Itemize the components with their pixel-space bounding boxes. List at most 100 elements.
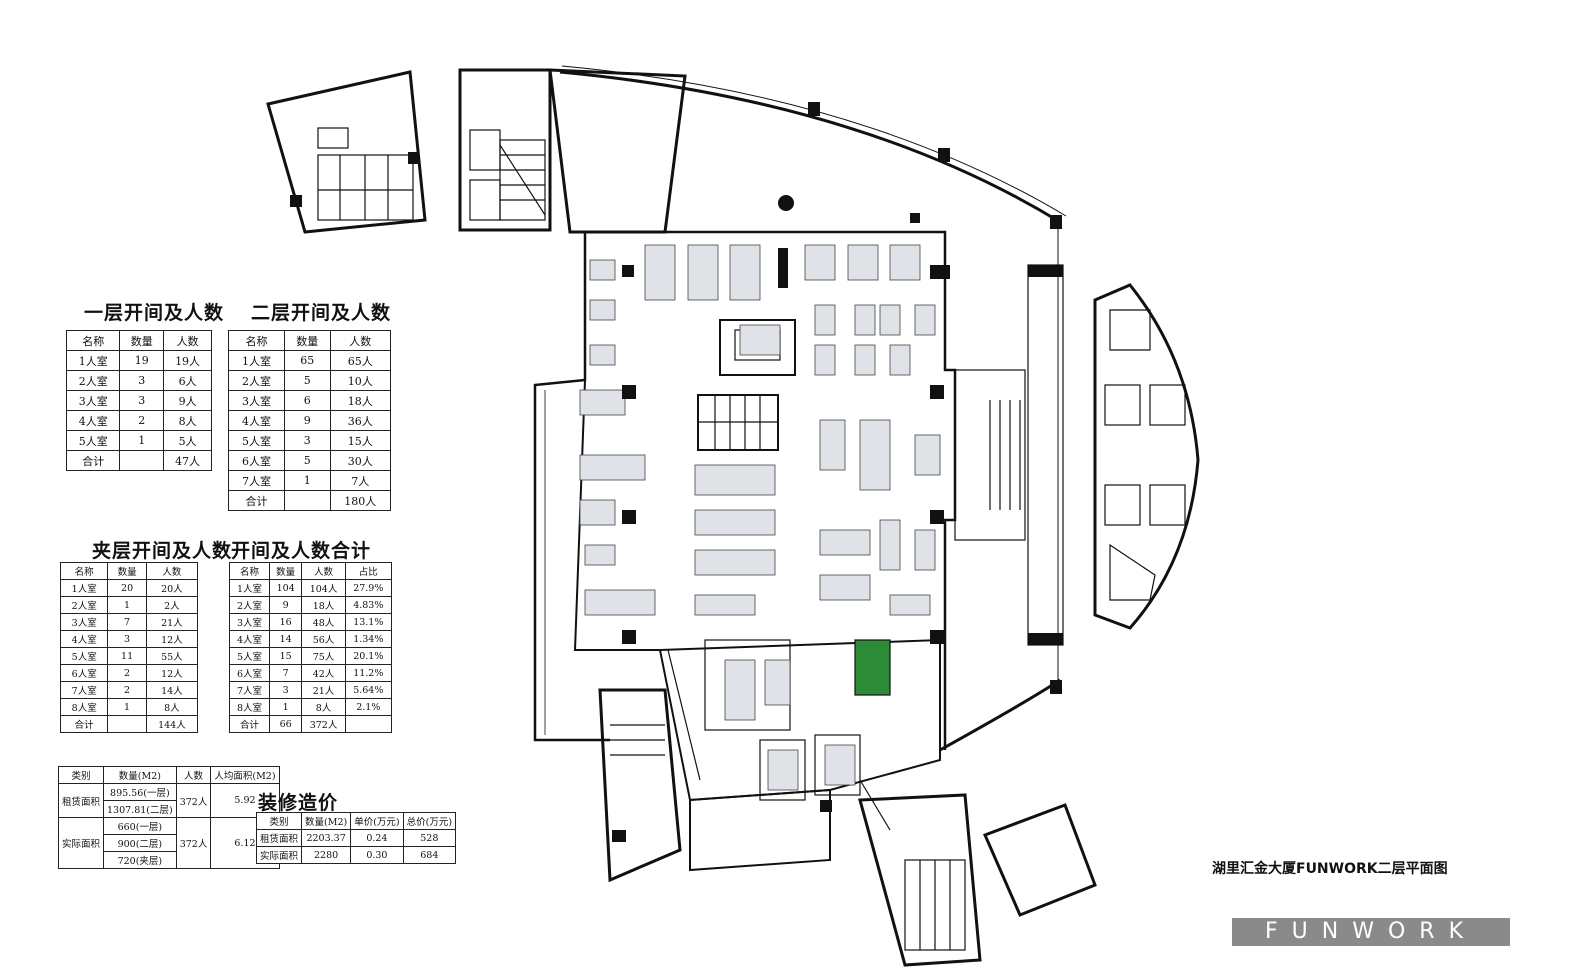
area-rent-label: 租赁面积 [57, 783, 105, 818]
area-header: 数量(M2) [103, 766, 177, 784]
table-cell: 180人 [329, 490, 392, 511]
table-cell: 56人 [301, 630, 346, 648]
table-cell: 2 [119, 410, 165, 431]
area-table: 类别 数量(M2) 人数 人均面积(M2) 租赁面积 895.56(一层) 37… [57, 766, 280, 869]
table-cell: 7人 [329, 470, 392, 491]
table-cell: 19 [119, 350, 165, 371]
table-cell: 5 [283, 370, 331, 391]
table-cell: 0.24 [350, 829, 404, 847]
area-rent-value: 895.56(一层) [103, 783, 177, 801]
table-cell: 55人 [145, 647, 199, 665]
table-cell: 2203.37 [301, 829, 352, 847]
cost-title: 装修造价 [258, 792, 339, 814]
table-cell: 9 [283, 410, 331, 431]
table-cell [119, 450, 165, 471]
mezzanine-title: 夹层开间及人数 [92, 540, 233, 562]
cost-header: 总价(万元) [402, 812, 457, 830]
table-cell: 528 [402, 829, 457, 847]
total-title: 开间及人数合计 [231, 540, 372, 562]
table-cell: 6 [283, 390, 331, 411]
table-cell: 42人 [301, 664, 346, 682]
table-cell: 7人室 [229, 681, 270, 699]
table-cell: 3 [283, 430, 331, 451]
table-cell: 3 [119, 370, 165, 391]
table-cell: 1 [107, 698, 147, 716]
table-cell: 5 [283, 450, 331, 471]
area-real-value: 900(二层) [103, 834, 177, 852]
table-cell: 12人 [145, 630, 199, 648]
cost-header: 类别 [255, 812, 303, 830]
table-cell: 27.9% [344, 579, 393, 597]
table-cell: 1 [268, 698, 303, 716]
table-cell: 10人 [329, 370, 392, 391]
table-cell: 2 [107, 664, 147, 682]
table-cell: 15 [268, 647, 303, 665]
table-cell: 7 [107, 613, 147, 631]
table-cell: 合计 [65, 450, 121, 471]
table-cell: 6人室 [59, 664, 109, 682]
table-cell: 36人 [329, 410, 392, 431]
area-real-people: 372人 [175, 817, 212, 869]
table-cell: 3人室 [228, 390, 285, 411]
table-cell: 2.1% [344, 698, 393, 716]
table-cell: 租赁面积 [255, 829, 303, 847]
floor2-header: 人数 [329, 330, 392, 351]
table-cell: 20 [107, 579, 147, 597]
table-cell: 合计 [228, 490, 285, 511]
table-cell: 8人 [145, 698, 199, 716]
mezzanine-header: 人数 [145, 562, 199, 580]
table-cell: 20.1% [344, 647, 393, 665]
table-cell: 6人 [163, 370, 212, 391]
table-cell [107, 715, 147, 733]
table-cell: 实际面积 [255, 846, 303, 864]
cost-header: 数量(M2) [301, 812, 352, 830]
table-cell: 4人室 [228, 410, 285, 431]
table-cell: 372人 [301, 715, 346, 733]
table-cell: 48人 [301, 613, 346, 631]
table-cell: 2人 [145, 596, 199, 614]
table-cell: 1人室 [59, 579, 109, 597]
table-cell: 6人室 [228, 450, 285, 471]
table-cell: 4人室 [229, 630, 270, 648]
table-cell: 7人室 [59, 681, 109, 699]
total-header: 名称 [229, 562, 270, 580]
table-cell: 1 [283, 470, 331, 491]
table-cell: 4.83% [344, 596, 393, 614]
area-rent-people: 372人 [175, 783, 212, 818]
table-cell: 66 [268, 715, 303, 733]
table-cell: 3 [107, 630, 147, 648]
funwork-logo: FUNWORK [1232, 918, 1510, 946]
table-cell: 684 [402, 846, 457, 864]
cost-header: 单价(万元) [350, 812, 404, 830]
table-cell: 65 [283, 350, 331, 371]
table-cell: 75人 [301, 647, 346, 665]
floor1-header: 名称 [65, 330, 121, 351]
table-cell: 144人 [145, 715, 199, 733]
floor2-header: 数量 [283, 330, 331, 351]
